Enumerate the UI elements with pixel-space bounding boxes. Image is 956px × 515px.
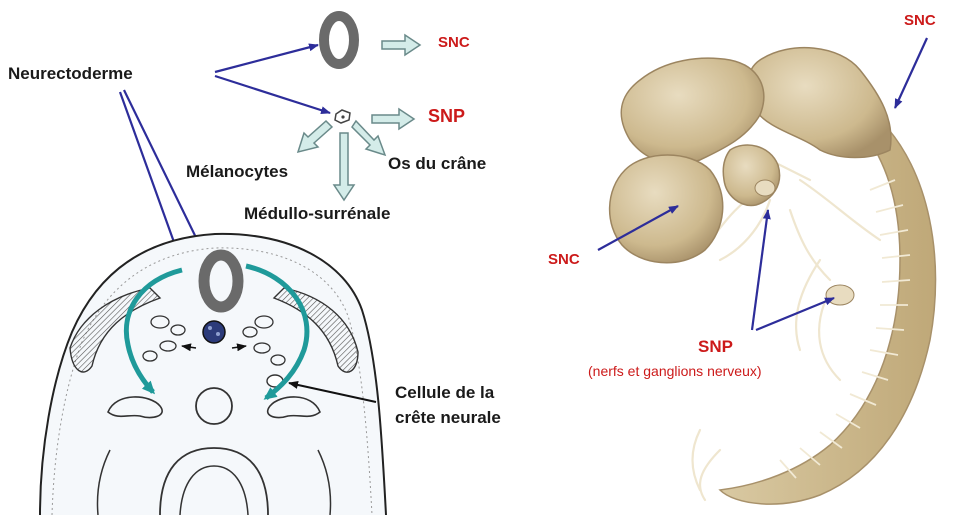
label-melanocytes: Mélanocytes xyxy=(186,162,288,182)
pointer-neuro-to-tube xyxy=(215,45,318,72)
label-snc-left-right: SNC xyxy=(548,251,580,268)
label-snp-left-panel: SNP xyxy=(428,106,465,127)
label-os-du-crane: Os du crâne xyxy=(388,154,486,174)
block-arrow-melanocytes xyxy=(298,121,332,152)
block-arrow-os-du-crane xyxy=(352,121,385,155)
left-panel xyxy=(40,16,420,515)
label-medullo-surrenale: Médullo-surrénale xyxy=(244,204,390,224)
block-arrow-snp xyxy=(372,109,414,129)
block-arrow-medullo xyxy=(334,133,354,200)
label-cellule-line2: crête neurale xyxy=(395,408,501,428)
label-snp-note: (nerfs et ganglions nerveux) xyxy=(588,363,762,379)
right-panel xyxy=(598,38,936,504)
label-cellule-line1: Cellule de la xyxy=(395,383,494,403)
block-arrow-snc xyxy=(382,35,420,55)
pointer-snp-lower xyxy=(756,298,834,330)
pointer-snc-top xyxy=(895,38,927,108)
label-snc-top-right: SNC xyxy=(904,12,936,29)
neural-tube-top xyxy=(324,16,354,64)
label-snc-left-panel: SNC xyxy=(438,34,470,51)
label-snp-right: SNP xyxy=(698,337,733,357)
pointer-snp-upper xyxy=(752,210,768,330)
embryo-illustration xyxy=(610,48,936,504)
label-neurectoderme: Neurectoderme xyxy=(8,64,133,84)
pointer-neuro-to-crest xyxy=(215,76,330,113)
embryo-cross-section xyxy=(40,234,386,515)
